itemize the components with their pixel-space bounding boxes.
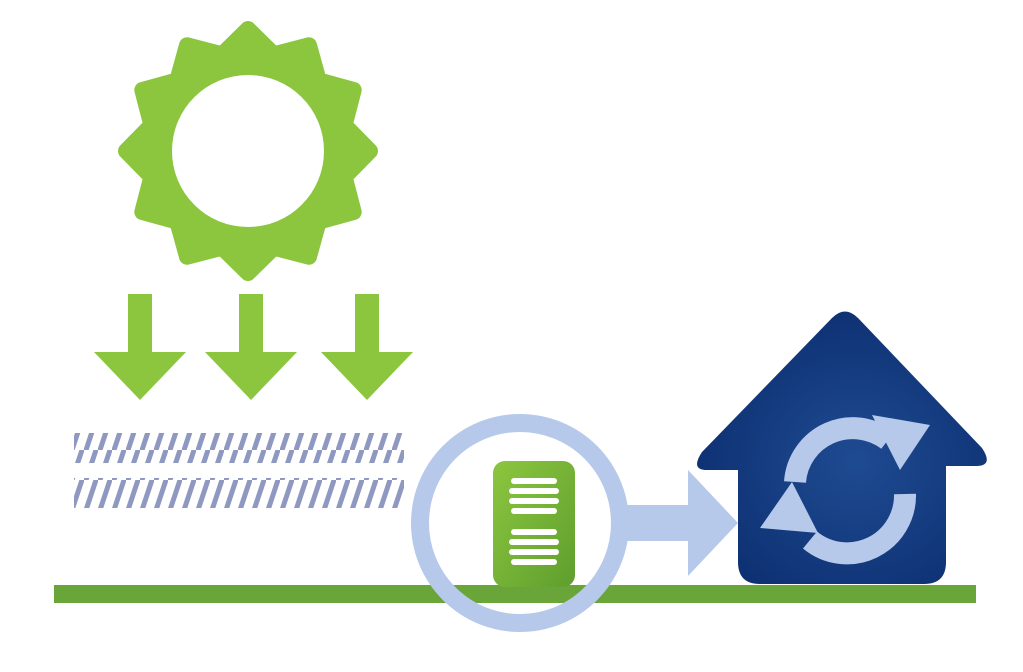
recycle-arrows-icon xyxy=(760,415,930,565)
down-arrow-icon xyxy=(321,294,413,400)
sun-icon xyxy=(118,21,378,281)
hatch-stripes xyxy=(74,433,404,463)
sun-rays xyxy=(94,294,413,400)
right-arrow-icon xyxy=(620,470,738,576)
hatch-stripes xyxy=(74,478,404,508)
down-arrow-icon xyxy=(94,294,186,400)
ground-line xyxy=(54,585,976,603)
down-arrow-icon xyxy=(205,294,297,400)
air-layers xyxy=(74,433,404,508)
heat-pump-unit-icon xyxy=(493,461,575,587)
